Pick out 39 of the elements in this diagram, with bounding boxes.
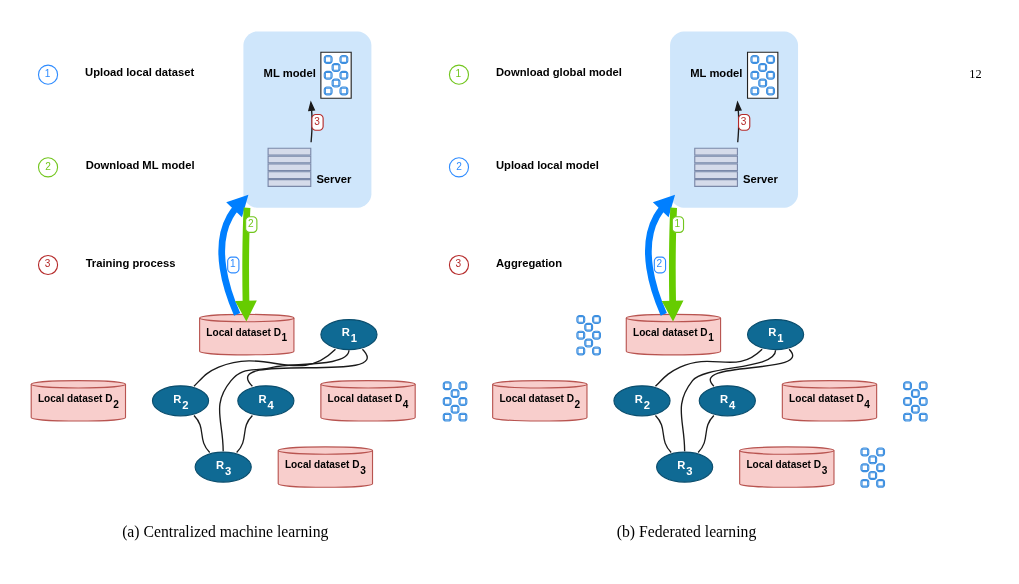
node-circle: 2: [37, 156, 59, 177]
connector: [709, 348, 794, 387]
arrow: [218, 194, 249, 316]
node-label: Upload local dataset: [85, 65, 195, 78]
node-label: Download ML model: [85, 158, 195, 171]
node-label: Upload local model: [496, 158, 599, 171]
connector: [218, 349, 350, 452]
label: (a) Centralized machine learning: [122, 522, 329, 540]
connector: [697, 414, 715, 453]
connector: [193, 348, 337, 387]
node-label: Aggregation: [496, 256, 563, 269]
cluster: [243, 30, 372, 208]
cluster: [670, 30, 799, 208]
connector: [654, 348, 763, 387]
node-label: Server: [743, 172, 778, 185]
label: 12: [969, 66, 982, 81]
node-circle: 2: [448, 156, 470, 177]
edge-label: 3: [740, 115, 747, 127]
connector: [236, 414, 254, 453]
edge-label: 1: [674, 217, 681, 229]
node-circle: 3: [448, 254, 470, 275]
edge-label: 3: [314, 115, 320, 127]
connector: [680, 349, 777, 452]
connector: [193, 414, 211, 453]
label: (b) Federated learning: [616, 522, 757, 540]
node-circle: 1: [37, 64, 59, 85]
node-label: ML model: [690, 66, 743, 79]
node-label: Training process: [85, 256, 176, 269]
node-label: ML model: [263, 66, 316, 79]
node-label: Server: [316, 172, 352, 185]
edge-label: 2: [656, 257, 663, 269]
arrow: [645, 194, 676, 316]
node-label: Download global model: [496, 65, 622, 78]
edge-label: 1: [229, 257, 236, 269]
connector: [654, 414, 672, 453]
node-circle: 1: [448, 64, 470, 85]
edge-label: 2: [247, 217, 254, 229]
connector: [246, 348, 368, 387]
node-circle: 3: [37, 254, 59, 275]
